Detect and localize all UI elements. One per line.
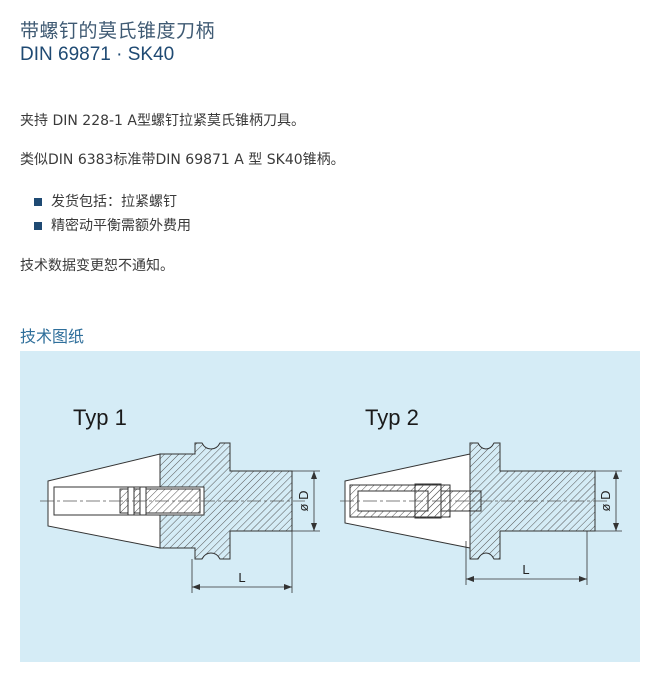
list-item-text: 精密动平衡需额外费用 — [51, 218, 191, 234]
typ1-label: Typ 1 — [73, 405, 127, 430]
bullet-square-icon — [34, 198, 42, 206]
section-heading-drawing: 技术图纸 — [20, 327, 85, 346]
typ2-dim-l: L — [522, 562, 529, 577]
list-item: 发货包括：拉紧螺钉 — [34, 190, 191, 214]
description-line-1: 夹持 DIN 228-1 A型螺钉拉紧莫氏锥柄刀具。 — [20, 113, 305, 129]
description-line-2: 类似DIN 6383标准带DIN 69871 A 型 SK40锥柄。 — [20, 152, 345, 168]
typ1-dim-d: ø D — [296, 491, 311, 512]
list-item: 精密动平衡需额外费用 — [34, 214, 191, 238]
list-item-text: 发货包括：拉紧螺钉 — [51, 194, 177, 210]
typ1-dim-l: L — [238, 570, 245, 585]
page-title: 带螺钉的莫氏锥度刀柄 — [20, 20, 216, 42]
bullet-square-icon — [34, 222, 42, 230]
typ2-label: Typ 2 — [365, 405, 419, 430]
typ2-dim-d: ø D — [598, 491, 613, 512]
notice-text: 技术数据变更恕不通知。 — [20, 258, 174, 274]
technical-drawing: Typ 1 Typ 2 — [20, 351, 640, 662]
drawing-svg: ø D L ø D L — [40, 442, 622, 593]
page-subtitle: DIN 69871 · SK40 — [20, 44, 175, 65]
feature-list: 发货包括：拉紧螺钉 精密动平衡需额外费用 — [34, 190, 191, 238]
